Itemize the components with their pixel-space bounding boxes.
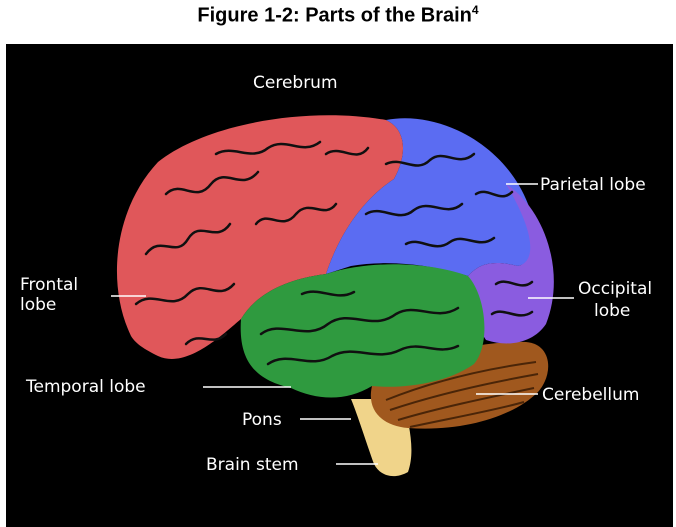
label-brain-stem: Brain stem [206,455,299,475]
footnote-marker: 4 [472,3,479,17]
label-parietal-lobe: Parietal lobe [540,175,646,195]
label-pons: Pons [242,410,282,430]
label-frontal-line2: lobe [20,295,56,315]
label-cerebrum: Cerebrum [253,73,338,93]
label-occipital-line2: lobe [594,301,630,321]
brain-diagram: Cerebrum Parietal lobe Frontal lobe Occi… [6,44,673,527]
label-temporal-lobe: Temporal lobe [25,377,146,397]
label-cerebellum: Cerebellum [542,385,639,405]
label-frontal-line1: Frontal [20,275,78,295]
figure-caption-text: Figure 1-2: Parts of the Brain [197,5,472,27]
figure-caption: Figure 1-2: Parts of the Brain4 [0,3,676,28]
brain-figure: Cerebrum Parietal lobe Frontal lobe Occi… [6,44,673,527]
label-occipital-line1: Occipital [578,279,652,299]
